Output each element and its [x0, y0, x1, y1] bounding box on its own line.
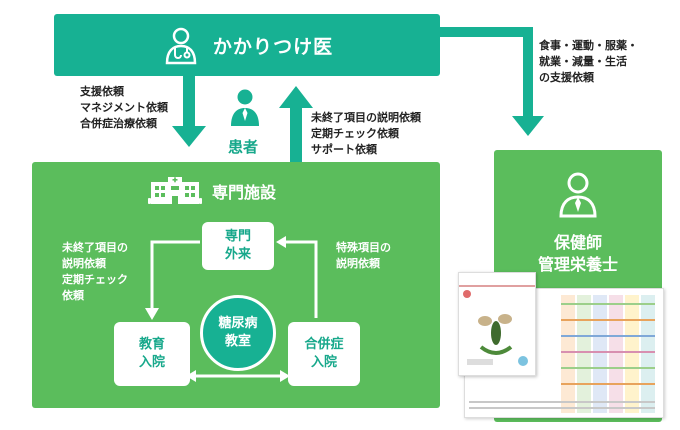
nurse-label-line: 管理栄養士	[537, 255, 618, 274]
patient-label: 患者	[228, 138, 259, 156]
doctor-icon	[165, 27, 197, 65]
note-hospital-to-doctor: 未終了項目の説明依頼 定期チェック依頼 サポート依頼	[311, 110, 421, 158]
note-line: 未終了項目の説明依頼	[311, 111, 421, 124]
complication-line: 入院	[310, 355, 337, 370]
note-line: 説明依頼	[62, 257, 106, 270]
doctor-label: かかりつけ医	[212, 35, 334, 58]
outpatient-node: 専門 外来	[202, 222, 274, 270]
arrow-outpatient-to-education	[150, 240, 200, 310]
education-line: 入院	[138, 355, 165, 370]
note-line: マネジメント依頼	[80, 101, 168, 114]
outpatient-line: 専門	[224, 229, 251, 244]
complication-node: 合併症 入院	[288, 322, 360, 386]
doctor-box: かかりつけ医	[54, 14, 440, 76]
note-doctor-to-nurse: 食事・運動・服薬・ 就業・減量・生活 の支援依頼	[539, 38, 638, 86]
note-line: 合併症治療依頼	[80, 117, 157, 130]
nurse-label: 保健師 管理栄養士	[494, 232, 662, 276]
hospital-building-icon	[148, 177, 202, 204]
note-line: 定期チェック	[62, 273, 128, 286]
outpatient-line: 外来	[224, 247, 251, 262]
diabetes-class-line: 教室	[224, 334, 251, 349]
note-complication-to-outpatient: 特殊項目の 説明依頼	[336, 240, 391, 272]
diabetes-class-node: 糖尿病 教室	[200, 295, 276, 371]
note-outpatient-to-education: 未終了項目の 説明依頼 定期チェック 依頼	[62, 240, 128, 304]
arrow-doctor-to-nurse	[440, 27, 533, 118]
note-doctor-to-hospital: 支援依頼 マネジメント依頼 合併症治療依頼	[80, 84, 168, 132]
handbook-image	[452, 270, 666, 420]
complication-line: 合併症	[304, 337, 344, 352]
note-line: 未終了項目の	[62, 241, 128, 254]
nurse-label-line: 保健師	[553, 233, 602, 252]
person-icon	[231, 89, 259, 126]
arrow-outpatient-to-education-head	[145, 308, 159, 320]
hospital-title-label: 専門施設	[212, 183, 277, 202]
arrow-hospital-to-doctor	[290, 106, 302, 162]
person-tie-icon	[559, 172, 597, 218]
note-line: の支援依頼	[539, 71, 594, 84]
note-line: 支援依頼	[80, 85, 124, 98]
arrow-doctor-to-hospital-head	[172, 126, 206, 147]
note-line: 特殊項目の	[336, 241, 391, 254]
note-line: 就業・減量・生活	[539, 55, 627, 68]
handbook-cover	[458, 272, 536, 376]
arrow-complication-to-outpatient-head	[276, 236, 286, 248]
note-line: 食事・運動・服薬・	[539, 39, 638, 52]
arrow-doctor-to-hospital	[183, 76, 195, 128]
hospital-title: 専門施設	[148, 176, 276, 206]
note-line: サポート依頼	[311, 143, 377, 156]
arrow-hospital-to-doctor-head	[279, 86, 313, 108]
face-illustration	[463, 290, 528, 366]
arrow-education-complication-right	[280, 370, 290, 382]
arrow-education-complication-left	[186, 370, 196, 382]
diabetes-class-line: 糖尿病	[218, 316, 258, 331]
note-line: 依頼	[62, 289, 84, 302]
note-line: 説明依頼	[336, 257, 380, 270]
education-line: 教育	[138, 337, 165, 352]
education-node: 教育 入院	[114, 322, 190, 386]
arrow-doctor-to-nurse-head	[512, 116, 544, 136]
arrow-complication-to-outpatient	[284, 240, 318, 318]
note-line: 定期チェック依頼	[311, 127, 399, 140]
